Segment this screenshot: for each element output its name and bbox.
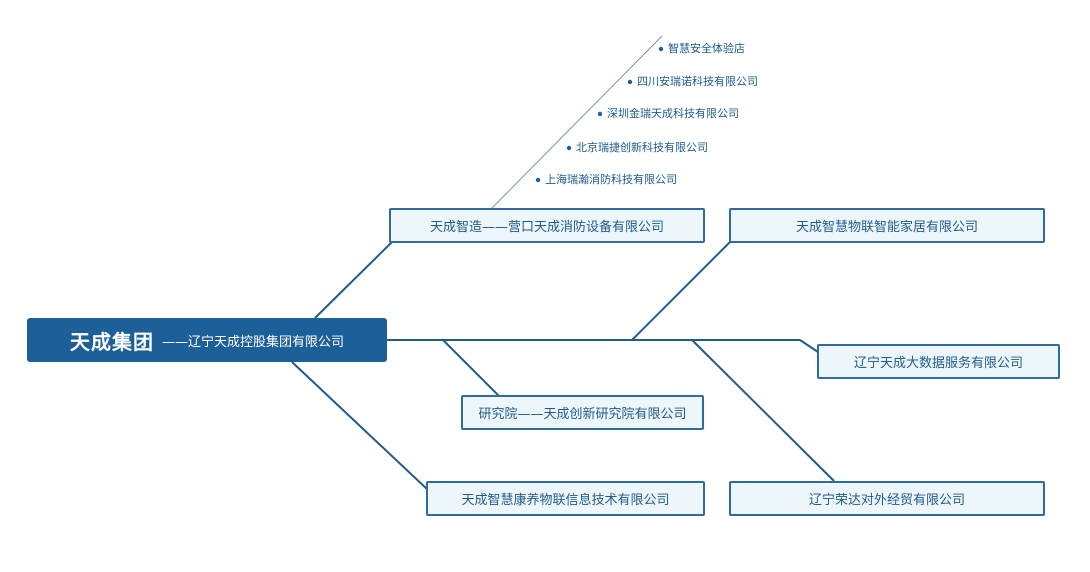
bullet-sub-3	[597, 111, 603, 117]
connector-to-data-services	[799, 339, 819, 353]
sub-company-1: 智慧安全体验店	[668, 42, 745, 55]
connector-to-healthcare	[291, 361, 429, 491]
bullet-sub-4	[566, 145, 572, 151]
connector-to-research	[442, 339, 501, 398]
node-smart-home-label: 天成智慧物联智能家居有限公司	[795, 220, 978, 235]
node-data-services-label: 辽宁天成大数据服务有限公司	[853, 356, 1023, 371]
root-sub-label: ——辽宁天成控股集团有限公司	[161, 334, 344, 350]
sub-company-5: 上海瑞瀚消防科技有限公司	[545, 173, 677, 186]
connector-to-trade	[691, 339, 835, 482]
bullet-sub-1	[658, 46, 664, 52]
connector-to-manufacturing	[314, 241, 393, 319]
node-research: 研究院——天成创新研究院有限公司	[461, 395, 704, 430]
root-main-label: 天成集团	[69, 329, 154, 354]
node-manufacturing-label: 天成智造——营口天成消防设备有限公司	[429, 220, 664, 235]
bullet-sub-2	[627, 79, 633, 85]
node-research-label: 研究院——天成创新研究院有限公司	[478, 407, 687, 422]
node-trade: 辽宁荣达对外经贸有限公司	[729, 481, 1045, 516]
sub-company-2: 四川安瑞诺科技有限公司	[637, 75, 758, 88]
node-trade-label: 辽宁荣达对外经贸有限公司	[808, 493, 965, 508]
connector-sub-diagonal	[491, 35, 663, 209]
node-data-services: 辽宁天成大数据服务有限公司	[817, 344, 1060, 379]
node-healthcare-label: 天成智慧康养物联信息技术有限公司	[461, 493, 670, 508]
node-smart-home: 天成智慧物联智能家居有限公司	[729, 208, 1045, 243]
node-manufacturing: 天成智造——营口天成消防设备有限公司	[389, 208, 705, 243]
sub-company-4: 北京瑞捷创新科技有限公司	[576, 141, 708, 154]
bullet-sub-5	[535, 177, 541, 183]
root-node: 天成集团 ——辽宁天成控股集团有限公司	[27, 318, 387, 362]
node-healthcare: 天成智慧康养物联信息技术有限公司	[426, 481, 705, 516]
sub-company-3: 深圳金瑞天成科技有限公司	[607, 107, 739, 120]
connector-to-smart-home	[631, 241, 731, 341]
